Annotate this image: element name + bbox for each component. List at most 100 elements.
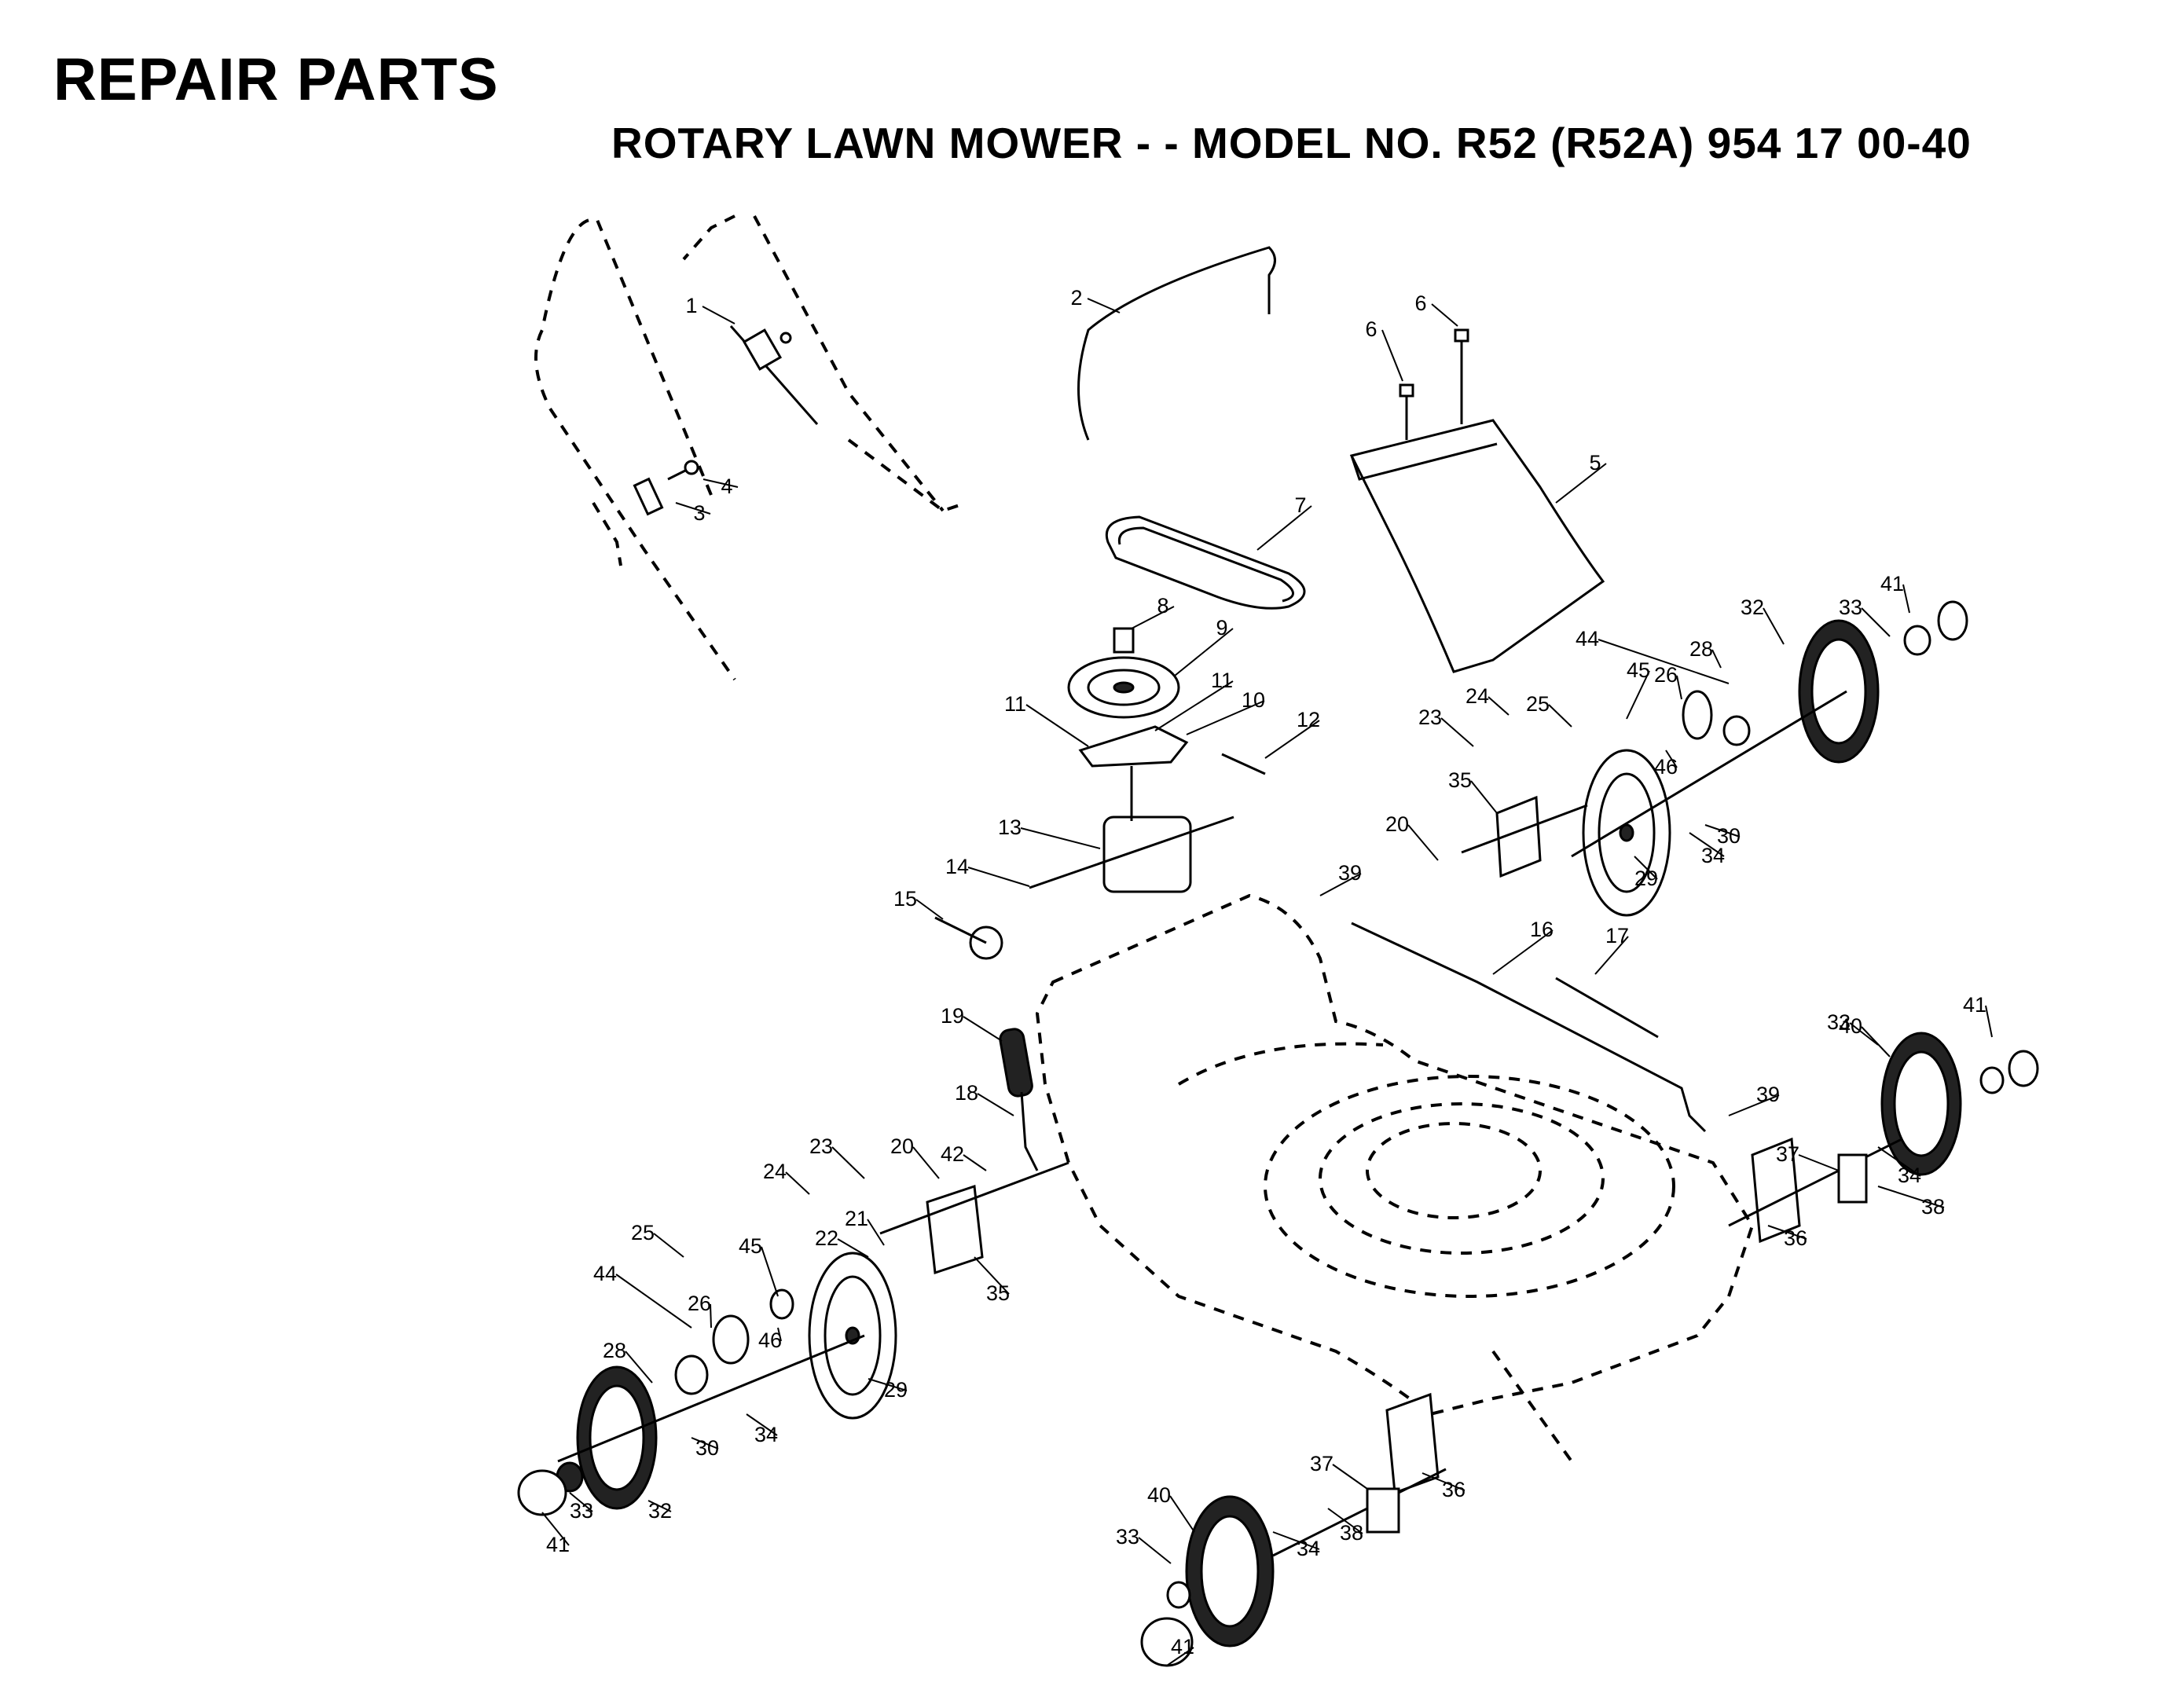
- callout-leader-c34c: [746, 1413, 778, 1436]
- callout-leader-c37b: [1332, 1464, 1368, 1490]
- callout-leader-c41a: [1902, 584, 1910, 614]
- callout-c25b: 25: [631, 1221, 655, 1244]
- callout-leader-c45b: [761, 1246, 779, 1297]
- callout-c29b: 29: [884, 1378, 908, 1402]
- drive-belt-part: [1106, 515, 1306, 610]
- page-subtitle: ROTARY LAWN MOWER - - MODEL NO. R52 (R52…: [611, 119, 1972, 167]
- callout-leader-c15: [915, 899, 944, 920]
- callout-c20b: 20: [890, 1134, 914, 1158]
- front-wheel-right-assembly: [1728, 1032, 2039, 1244]
- callout-leader-c36b: [1421, 1472, 1466, 1491]
- callout-c13: 13: [998, 816, 1022, 839]
- callout-c14: 14: [945, 855, 969, 878]
- callout-leader-c5: [1555, 463, 1607, 504]
- callout-leader-c13: [1020, 827, 1101, 849]
- callout-c16: 16: [1530, 918, 1554, 941]
- callout-leader-c12: [1264, 720, 1320, 759]
- callout-c34d: 34: [1297, 1537, 1320, 1560]
- callout-c6a: 6: [1365, 317, 1377, 341]
- callout-c33b: 33: [1827, 1010, 1851, 1034]
- callout-c24b: 24: [763, 1160, 787, 1183]
- mower-deck: [1035, 893, 1755, 1463]
- callout-leader-c6b: [1431, 303, 1458, 327]
- callout-leader-c41c: [541, 1512, 570, 1546]
- callout-leader-c41b: [1985, 1005, 1993, 1038]
- callout-c26b: 26: [688, 1292, 711, 1315]
- callout-leader-c1: [702, 306, 736, 324]
- callout-leader-c7: [1256, 505, 1312, 551]
- callout-leader-c38a: [1877, 1186, 1945, 1208]
- callout-c4: 4: [721, 475, 732, 498]
- callout-c44a: 44: [1576, 627, 1599, 651]
- callout-leader-c37a: [1798, 1154, 1840, 1171]
- callout-leader-c28a: [1711, 649, 1722, 669]
- height-lever-part: [999, 1028, 1039, 1171]
- callout-leader-c46a: [1665, 750, 1678, 768]
- callout-c23a: 23: [1418, 706, 1442, 729]
- callout-leader-c21: [867, 1219, 885, 1246]
- callout-c22: 22: [815, 1226, 838, 1250]
- callout-leader-c11b: [1154, 680, 1234, 731]
- callout-c1: 1: [685, 294, 697, 317]
- callout-c45a: 45: [1627, 658, 1650, 682]
- callout-leader-c26a: [1676, 675, 1682, 700]
- callout-leader-c24b: [785, 1171, 810, 1195]
- callout-leader-c34b: [1877, 1146, 1921, 1177]
- callout-leader-c20a: [1407, 824, 1439, 861]
- callout-c28b: 28: [603, 1339, 626, 1362]
- callout-leader-c3: [675, 502, 711, 515]
- front-wheel-left-assembly: [1140, 1392, 1447, 1667]
- callout-c17: 17: [1605, 924, 1629, 947]
- callout-c3: 3: [693, 501, 705, 525]
- callout-c36b: 36: [1442, 1478, 1466, 1501]
- callout-c29a: 29: [1634, 867, 1658, 890]
- callout-leader-c33a: [1861, 607, 1891, 637]
- callout-c10: 10: [1242, 688, 1265, 712]
- callout-c35b: 35: [986, 1281, 1010, 1305]
- callout-leader-c26b: [710, 1303, 712, 1329]
- callout-c7: 7: [1294, 493, 1306, 517]
- callout-leader-c9: [1174, 628, 1234, 676]
- callout-c38a: 38: [1921, 1195, 1945, 1219]
- callout-leader-c8: [1131, 606, 1175, 629]
- callout-leader-c29a: [1634, 856, 1658, 880]
- callout-c44b: 44: [593, 1262, 617, 1285]
- callout-leader-c30a: [1704, 824, 1741, 838]
- callout-c46a: 46: [1654, 755, 1678, 779]
- control-cable-part: [729, 325, 819, 425]
- callout-c39b: 39: [1756, 1083, 1780, 1106]
- callout-leader-c14: [967, 867, 1030, 887]
- callout-c21: 21: [845, 1207, 868, 1230]
- callout-leader-c40b: [1169, 1495, 1195, 1533]
- callout-c26a: 26: [1654, 663, 1678, 687]
- callout-leader-c2: [1087, 298, 1121, 313]
- callout-c15: 15: [893, 887, 917, 911]
- callout-c5: 5: [1589, 451, 1601, 475]
- axle-bracket-right-part: [1461, 795, 1588, 878]
- callout-leader-c33b: [1849, 1022, 1879, 1046]
- callout-leader-c23a: [1440, 717, 1474, 747]
- callout-c2: 2: [1070, 286, 1082, 310]
- control-bail-part: [1077, 246, 1276, 441]
- callout-leader-c42: [963, 1154, 987, 1171]
- callout-c35a: 35: [1448, 768, 1472, 792]
- callout-c12: 12: [1297, 708, 1320, 731]
- height-adjust-rod-part: [1351, 922, 1707, 1133]
- callout-leader-c34a: [1689, 832, 1725, 857]
- callout-c33c: 33: [570, 1499, 593, 1523]
- callout-leader-c38b: [1327, 1508, 1363, 1534]
- callout-c32b: 32: [648, 1499, 672, 1523]
- callout-leader-c39b: [1728, 1094, 1780, 1116]
- callout-leader-c33d: [1138, 1537, 1172, 1564]
- callout-leader-c44a: [1598, 639, 1730, 684]
- callout-c6b: 6: [1414, 291, 1426, 315]
- callout-c11b: 11: [1211, 669, 1233, 692]
- callout-leader-c39a: [1319, 873, 1362, 896]
- callout-c40a: 40: [1839, 1014, 1862, 1038]
- callout-c34a: 34: [1701, 844, 1725, 867]
- callout-leader-c32b: [647, 1500, 672, 1512]
- callout-leader-c35b: [974, 1256, 1010, 1295]
- callout-leader-c11a: [1025, 704, 1089, 747]
- callout-c30a: 30: [1717, 824, 1741, 848]
